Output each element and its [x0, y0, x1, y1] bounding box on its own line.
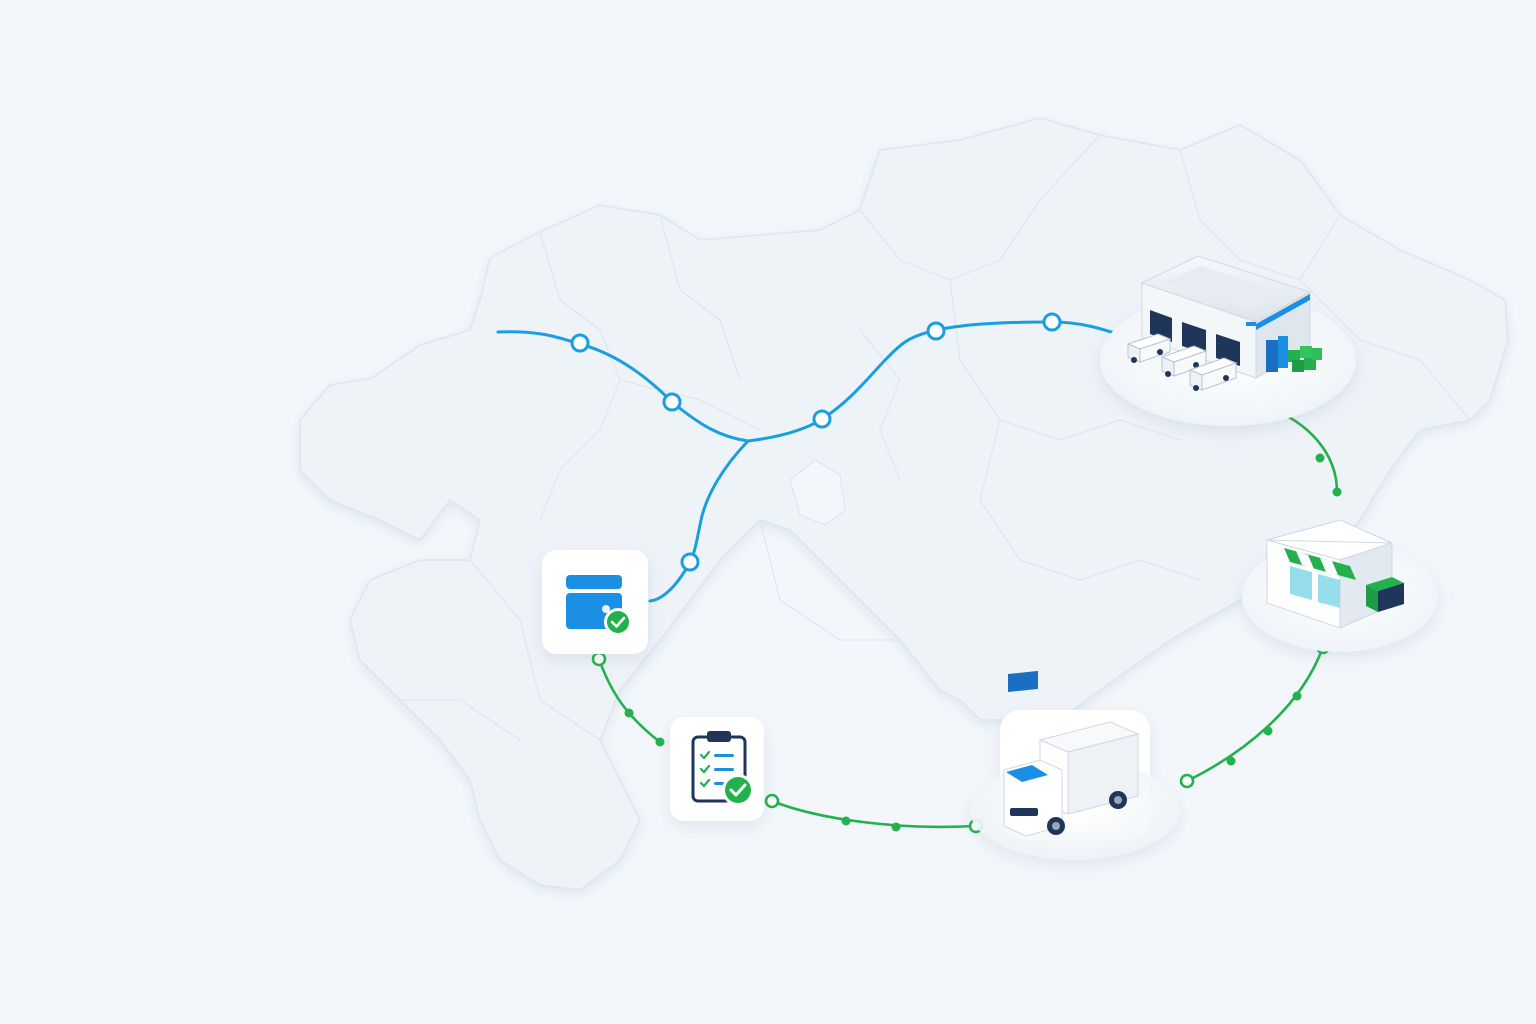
blue-route-south	[648, 439, 750, 603]
warehouse-truck	[1126, 333, 1172, 363]
blue-node	[1042, 312, 1062, 332]
green-node	[1332, 487, 1342, 497]
blue-node	[570, 333, 590, 353]
check-badge-icon	[722, 774, 754, 806]
map-region-main	[299, 117, 1509, 891]
green-node	[591, 651, 607, 667]
green-route-payment-to-order	[597, 657, 662, 744]
green-node	[891, 822, 901, 832]
green-node	[841, 816, 851, 826]
green-route-order-to-truck	[770, 799, 978, 829]
green-node	[624, 708, 634, 718]
green-node	[1263, 726, 1273, 736]
warehouse-truck	[1160, 345, 1208, 377]
blue-route-network	[496, 320, 1132, 603]
blue-route-west	[496, 330, 750, 443]
blue-node	[926, 321, 946, 341]
blue-route-east	[746, 320, 1132, 443]
warehouse-building-icon	[1126, 255, 1322, 391]
blue-node	[812, 409, 832, 429]
storefront-icon	[1266, 519, 1404, 629]
check-badge-icon	[604, 608, 632, 636]
green-node	[1292, 691, 1302, 701]
green-node	[1226, 756, 1236, 766]
green-node	[655, 737, 665, 747]
blue-route-nodes	[570, 312, 1062, 572]
map-region-borders	[400, 134, 1471, 741]
green-node	[764, 793, 780, 809]
green-route-truck-to-store	[1185, 645, 1325, 783]
map-inner-notch	[789, 459, 846, 526]
warehouse-pallets	[1266, 336, 1322, 372]
blue-node	[662, 392, 682, 412]
warehouse-truck	[1188, 357, 1238, 391]
delivery-truck-icon	[1003, 670, 1140, 837]
green-node	[1315, 453, 1325, 463]
map-landmass	[299, 117, 1509, 891]
green-node	[1179, 773, 1195, 789]
blue-node	[680, 552, 700, 572]
